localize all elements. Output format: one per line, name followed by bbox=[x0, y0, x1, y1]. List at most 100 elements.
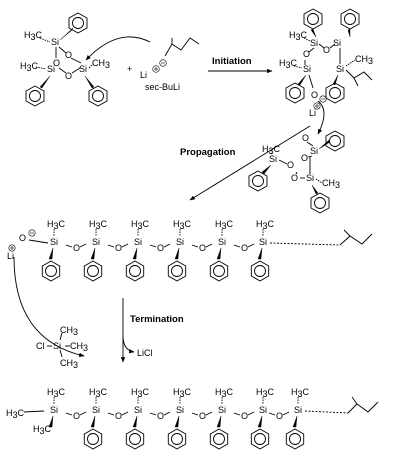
prod-methyl-2: H3C bbox=[279, 58, 298, 70]
living-si-4: Si bbox=[176, 237, 184, 247]
term-o-6: O bbox=[276, 411, 283, 421]
prod-si-4: Si bbox=[336, 64, 344, 74]
living-o-5: O bbox=[241, 243, 248, 253]
living-si-3: Si bbox=[134, 237, 142, 247]
living-phenyl-6 bbox=[250, 260, 270, 282]
term-phenyl-7 bbox=[285, 428, 305, 450]
living-si-6: Si bbox=[259, 237, 267, 247]
living-phenyl-5 bbox=[209, 260, 229, 282]
living-methyl-1: H3C bbox=[47, 219, 66, 231]
prod-o-2: O bbox=[303, 49, 310, 59]
prod-li: Li bbox=[309, 108, 316, 118]
term-si-3: Si bbox=[134, 405, 142, 415]
term-methyl-7: H3C bbox=[291, 387, 310, 399]
tms-methyl-top: CH3 bbox=[60, 325, 78, 337]
living-o-2: O bbox=[115, 243, 122, 253]
term-methyl-6: H3C bbox=[256, 387, 275, 399]
ring-o-bottom: O bbox=[65, 71, 72, 81]
living-methyl-4: H3C bbox=[173, 219, 192, 231]
initiator-li: Li bbox=[140, 70, 147, 80]
nucleophilic-attack-arrow bbox=[85, 36, 151, 61]
licl-label: LiCl bbox=[137, 348, 153, 358]
living-phenyl-4 bbox=[167, 260, 187, 282]
ring-si-left: Si bbox=[47, 64, 55, 74]
mono-o-top: O bbox=[302, 133, 309, 143]
mono-methyl-1: H3C bbox=[262, 144, 281, 156]
prod-methyl-3: CH3 bbox=[355, 54, 373, 66]
living-phenyl-3 bbox=[125, 260, 145, 282]
mono-o-left: O bbox=[287, 160, 294, 170]
living-o-minus: O bbox=[19, 233, 26, 243]
living-si-2: Si bbox=[92, 237, 100, 247]
ring-o-left: O bbox=[53, 58, 60, 68]
methyl-left: H3C bbox=[20, 61, 39, 73]
living-methyl-5: H3C bbox=[215, 219, 234, 231]
term-si-1: Si bbox=[50, 405, 58, 415]
living-methyl-6: H3C bbox=[256, 219, 275, 231]
living-methyl-3: H3C bbox=[131, 219, 150, 231]
plus-sign: + bbox=[127, 64, 132, 74]
propagation-attack-arrow bbox=[317, 100, 325, 135]
tms-methyl-right: CH3 bbox=[70, 341, 88, 353]
term-o-2: O bbox=[115, 411, 122, 421]
cyclotrisiloxane-monomer: O Si Si O O O Si H3C CH3 bbox=[248, 100, 345, 214]
living-methyl-2: H3C bbox=[89, 219, 108, 231]
propagation-arrow bbox=[189, 125, 311, 201]
mono-si-top: Si bbox=[310, 146, 318, 156]
prod-si-3: Si bbox=[303, 64, 311, 74]
prod-o-minus: O bbox=[311, 90, 318, 100]
term-o-4: O bbox=[199, 411, 206, 421]
propagation-label: Propagation bbox=[180, 147, 236, 158]
term-end-methyl-left: H3C bbox=[6, 408, 25, 420]
living-polymer-chain: Si H3C Si H3C Si H3C Si H3C Si H3C Si H3C O O O O O O Li bbox=[7, 219, 373, 282]
initiation-label: Initiation bbox=[212, 56, 252, 67]
ring-o-right: O bbox=[65, 50, 72, 60]
term-o-5: O bbox=[241, 411, 248, 421]
term-phenyl-6 bbox=[250, 428, 270, 450]
sec-butyllithium: + Li sec-BuLi bbox=[127, 37, 200, 92]
prod-methyl-1: H3C bbox=[289, 30, 308, 42]
mono-si-left: Si bbox=[269, 154, 277, 164]
term-methyl-4: H3C bbox=[173, 387, 192, 399]
prod-o-1: O bbox=[323, 45, 330, 55]
ring-si-top: Si bbox=[51, 37, 59, 47]
mono-o-bottom: O bbox=[291, 173, 298, 183]
term-phenyl-5 bbox=[209, 428, 229, 450]
term-phenyl-2 bbox=[83, 428, 103, 450]
cyclotrisiloxane-reactant: Si O O Si O Si H3C H3C CH3 bbox=[20, 12, 151, 107]
term-phenyl-4 bbox=[167, 428, 187, 450]
ring-si-right: Si bbox=[79, 64, 87, 74]
living-o-3: O bbox=[157, 243, 164, 253]
term-methyl-2: H3C bbox=[89, 387, 108, 399]
term-o-3: O bbox=[157, 411, 164, 421]
living-si-1: Si bbox=[50, 237, 58, 247]
termination-attack-arrow bbox=[13, 256, 85, 358]
term-methyl-5: H3C bbox=[215, 387, 234, 399]
term-si-6: Si bbox=[259, 405, 267, 415]
term-si-4: Si bbox=[176, 405, 184, 415]
living-si-5: Si bbox=[218, 237, 226, 247]
living-o-4: O bbox=[199, 243, 206, 253]
living-phenyl-1 bbox=[41, 260, 61, 282]
term-methyl-3: H3C bbox=[131, 387, 150, 399]
mono-o-right: O bbox=[301, 153, 308, 163]
term-si-2: Si bbox=[92, 405, 100, 415]
term-si-7: Si bbox=[294, 405, 302, 415]
term-end-methyl-bottom: H3C bbox=[33, 424, 52, 436]
mono-methyl-2: CH3 bbox=[322, 178, 340, 190]
living-phenyl-2 bbox=[83, 260, 103, 282]
living-o-1: O bbox=[73, 243, 80, 253]
term-si-5: Si bbox=[218, 405, 226, 415]
licl-branch-arrow bbox=[122, 335, 135, 354]
methyl-right: CH3 bbox=[92, 58, 110, 70]
term-methyl-1: H3C bbox=[47, 387, 66, 399]
termination-label: Termination bbox=[130, 314, 184, 325]
prod-si-2: Si bbox=[333, 38, 341, 48]
tms-si: Si bbox=[53, 341, 61, 351]
methyl-top: H3C bbox=[24, 30, 43, 42]
mono-si-bottom: Si bbox=[306, 173, 314, 183]
tms-cl: Cl bbox=[36, 341, 45, 351]
living-li: Li bbox=[7, 251, 14, 261]
